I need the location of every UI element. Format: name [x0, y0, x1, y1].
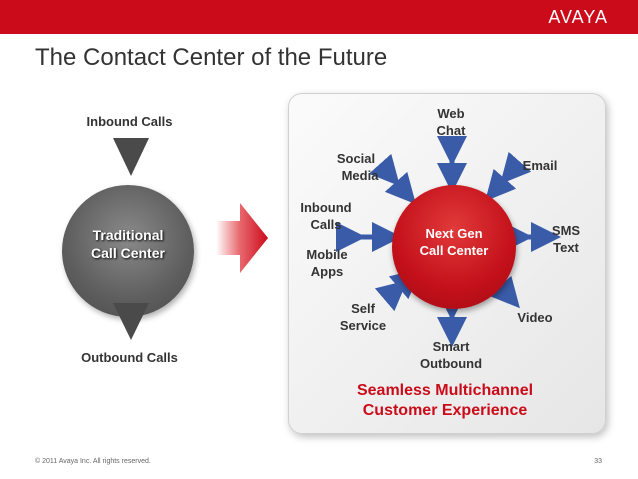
next-gen-call-center-circle [392, 185, 516, 309]
social-media-line-2: Media [341, 168, 379, 183]
next-gen-call-center-label: Next Gen Call Center [392, 225, 516, 259]
tagline: Seamless Multichannel Customer Experienc… [330, 381, 560, 421]
web-chat-line-1: Web [437, 106, 465, 121]
self-service-line-2: Service [339, 318, 387, 333]
next-gen-line-1: Next Gen [425, 226, 483, 241]
social-media-line-1: Social [336, 151, 376, 166]
self-service-line-1: Self [351, 301, 375, 316]
inbound-triangle [113, 138, 149, 176]
channel-inbound-calls: Inbound Calls [296, 199, 356, 233]
page-number: 33 [594, 458, 602, 465]
slide-title: The Contact Center of the Future [35, 44, 388, 71]
traditional-call-center-circle [62, 185, 194, 317]
avaya-logo: AVAYA [548, 7, 608, 27]
tagline-line-1: Seamless Multichannel [356, 382, 534, 399]
mobile-apps-line-1: Mobile [306, 247, 348, 262]
smart-outbound-line-2: Outbound [419, 356, 483, 371]
channel-video: Video [510, 309, 560, 326]
inbound-calls-line-1: Inbound [300, 200, 352, 215]
email-line-1: Email [522, 158, 558, 173]
traditional-call-center-label: Traditional Call Center [62, 226, 194, 262]
sms-text-line-1: SMS [551, 223, 581, 238]
channel-social-media: Social Media [327, 150, 385, 184]
transition-arrow [216, 203, 268, 273]
traditional-line-1: Traditional [92, 227, 164, 243]
channel-sms-text: SMS Text [538, 222, 594, 256]
arrow-email [485, 151, 532, 202]
inbound-calls-line-2: Calls [310, 217, 342, 232]
outbound-triangle [113, 303, 149, 340]
web-chat-line-2: Chat [436, 123, 466, 138]
inbound-calls-label: Inbound Calls [86, 114, 173, 129]
copyright-footer: © 2011 Avaya Inc. All rights reserved. [35, 458, 151, 465]
next-gen-line-2: Call Center [419, 243, 489, 258]
arrow-social-media [368, 153, 416, 205]
channel-mobile-apps: Mobile Apps [298, 246, 356, 280]
channel-web-chat: Web Chat [425, 105, 477, 139]
channel-email: Email [515, 157, 565, 174]
mobile-apps-line-2: Apps [310, 264, 344, 279]
tagline-line-2: Customer Experience [362, 402, 528, 419]
channel-smart-outbound: Smart Outbound [413, 338, 489, 372]
sms-text-line-2: Text [553, 240, 579, 255]
outbound-calls-label: Outbound Calls [81, 350, 178, 365]
channel-self-service: Self Service [331, 300, 395, 334]
top-bar: AVAYA [0, 0, 638, 34]
video-line-1: Video [517, 310, 553, 325]
traditional-line-2: Call Center [91, 245, 165, 261]
smart-outbound-line-1: Smart [432, 339, 470, 354]
